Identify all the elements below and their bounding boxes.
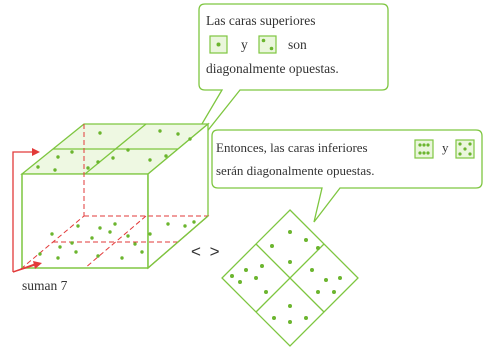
pip bbox=[96, 160, 100, 164]
pip bbox=[113, 222, 117, 226]
pip bbox=[264, 290, 268, 294]
pip bbox=[148, 158, 152, 162]
mini-die-six bbox=[414, 139, 434, 159]
pip bbox=[133, 242, 137, 246]
pip bbox=[288, 260, 292, 264]
arrow-head-bottom bbox=[33, 261, 42, 269]
pip bbox=[316, 246, 320, 250]
pip bbox=[338, 276, 342, 280]
pip bbox=[96, 254, 100, 258]
pip bbox=[140, 250, 144, 254]
pip bbox=[70, 241, 74, 245]
pip bbox=[98, 226, 102, 230]
cube-pips bbox=[36, 129, 196, 260]
diamond-faces bbox=[221, 209, 359, 347]
pip bbox=[58, 245, 62, 249]
right-bubble-line1: Entonces, las caras inferiores bbox=[216, 140, 368, 155]
pip bbox=[53, 168, 57, 172]
pip bbox=[230, 274, 234, 278]
pip bbox=[166, 222, 170, 226]
pip bbox=[304, 316, 308, 320]
pip bbox=[36, 165, 40, 169]
pip bbox=[126, 148, 130, 152]
top-bubble-suffix: son bbox=[288, 37, 307, 52]
pip bbox=[38, 252, 42, 256]
pip bbox=[56, 256, 60, 260]
pip bbox=[164, 154, 168, 158]
pip bbox=[158, 129, 162, 133]
mini-die-five bbox=[455, 139, 475, 159]
mini-die-one bbox=[209, 35, 228, 54]
right-bubble-line2: serán diagonalmente opuestas. bbox=[216, 163, 375, 178]
pip bbox=[183, 224, 187, 228]
pip bbox=[254, 276, 258, 280]
pip bbox=[148, 232, 152, 236]
pip bbox=[90, 236, 94, 240]
pip bbox=[76, 224, 80, 228]
pip bbox=[288, 320, 292, 324]
pip bbox=[332, 290, 336, 294]
pip bbox=[120, 256, 124, 260]
pip bbox=[310, 268, 314, 272]
pip bbox=[176, 132, 180, 136]
pip bbox=[288, 230, 292, 234]
pip bbox=[86, 166, 90, 170]
pip bbox=[50, 232, 54, 236]
pip bbox=[188, 137, 192, 141]
pip bbox=[272, 316, 276, 320]
pip bbox=[304, 238, 308, 242]
arrow-head-top bbox=[32, 148, 40, 156]
pip bbox=[260, 264, 264, 268]
top-bubble-connector: y bbox=[241, 37, 248, 52]
pip bbox=[74, 250, 78, 254]
pip bbox=[270, 244, 274, 248]
pip bbox=[126, 234, 130, 238]
cube bbox=[20, 122, 210, 270]
pip bbox=[288, 304, 292, 308]
pip bbox=[238, 280, 242, 284]
compare-symbol: < > bbox=[191, 242, 222, 261]
pip bbox=[98, 131, 102, 135]
right-bubble-connector: y bbox=[442, 140, 449, 155]
sum-arrows bbox=[12, 151, 39, 273]
pip bbox=[56, 155, 60, 159]
pip bbox=[111, 156, 115, 160]
pip bbox=[108, 230, 112, 234]
top-bubble-line1: Las caras superiores bbox=[206, 13, 316, 28]
top-bubble-line3: diagonalmente opuestas. bbox=[206, 61, 339, 76]
sum-label: suman 7 bbox=[22, 278, 68, 293]
pip bbox=[316, 290, 320, 294]
pip bbox=[192, 220, 196, 224]
diamond-pips bbox=[230, 230, 342, 324]
mini-die-two bbox=[258, 35, 277, 54]
pip bbox=[70, 150, 74, 154]
pip bbox=[244, 268, 248, 272]
pip bbox=[324, 278, 328, 282]
